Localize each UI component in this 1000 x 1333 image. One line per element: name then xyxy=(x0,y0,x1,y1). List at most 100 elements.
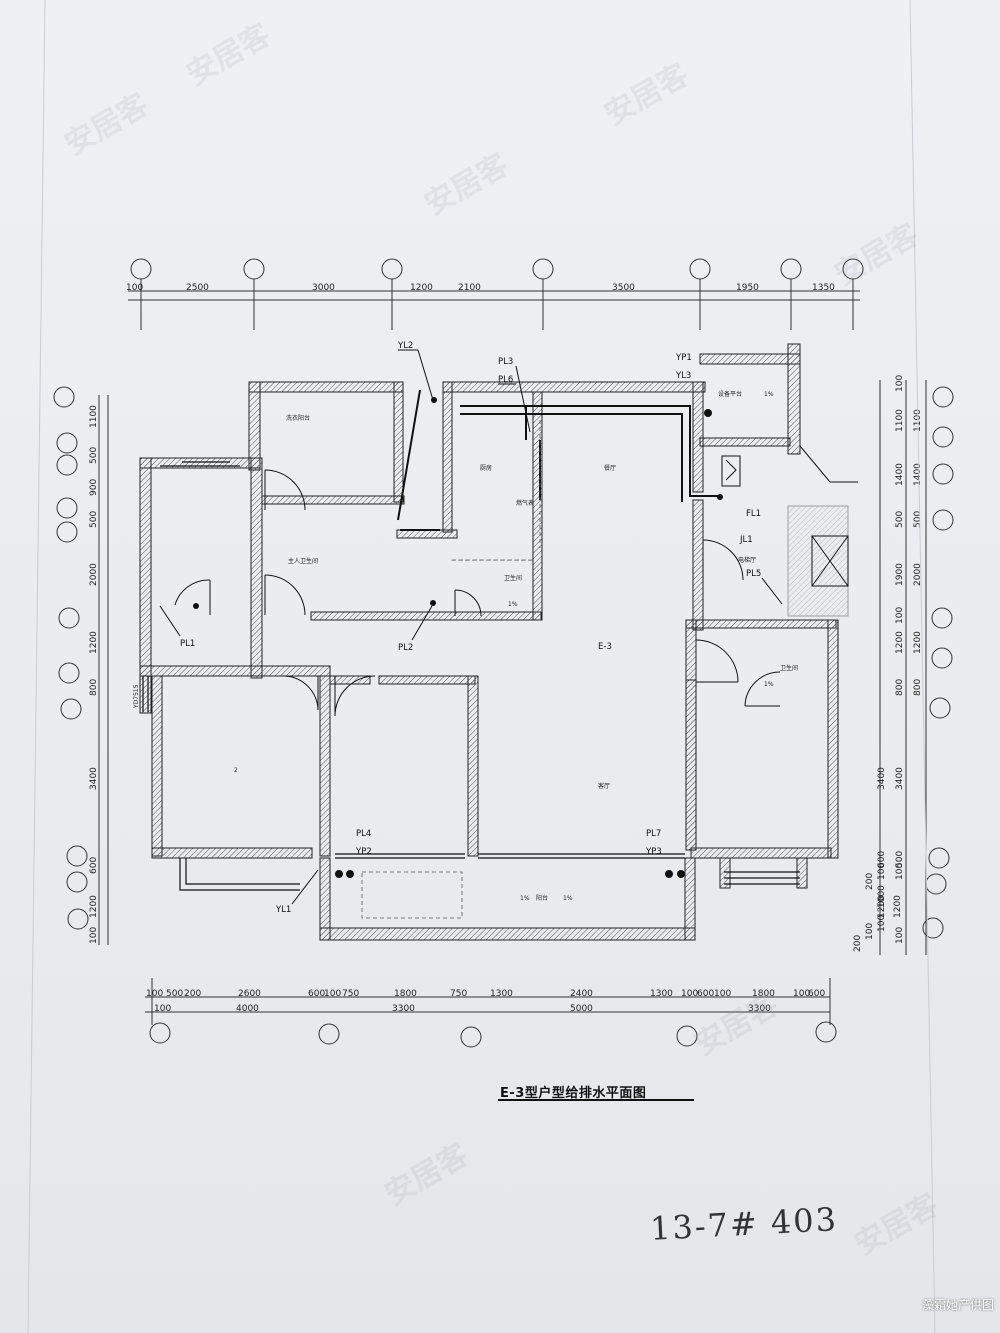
dim-rout-6: 3400 xyxy=(895,767,905,790)
dim-rin-16: 200 xyxy=(853,935,863,952)
dim-rin-6: 1200 xyxy=(895,631,905,654)
dim-top-6: 1950 xyxy=(736,283,759,293)
tag-pl7: PL7 xyxy=(646,829,661,839)
dim-top-3: 1200 xyxy=(410,283,433,293)
tag-pl6: PL6 xyxy=(498,375,513,385)
slope-balcony-right: 1% xyxy=(563,895,573,902)
dim-rin-1: 1100 xyxy=(895,409,905,432)
room-laundry-balcony: 洗衣阳台 xyxy=(286,414,310,422)
dim-bout-1: 4000 xyxy=(236,1004,259,1014)
dim-top-0: 100 xyxy=(126,283,143,293)
tag-pl3: PL3 xyxy=(498,357,513,367)
dim-top-2: 3000 xyxy=(312,283,335,293)
doors xyxy=(174,469,781,717)
dim-rout-8: 100 xyxy=(895,863,905,880)
room-gas-note: 燃气表 xyxy=(516,499,534,507)
elevator-core xyxy=(787,445,858,770)
room-equip-platform: 设备平台 xyxy=(718,390,742,398)
dim-bin-11: 1300 xyxy=(650,989,673,999)
dim-bout-4: 3300 xyxy=(748,1004,771,1014)
right-inner-dimension-labels: 100 1100 1400 500 1900 100 1200 800 3400… xyxy=(853,375,905,952)
dim-rin-14: 100 xyxy=(877,915,887,932)
dim-bin-8: 750 xyxy=(450,989,467,999)
dim-left-8: 600 xyxy=(89,857,99,874)
dim-rin-12: 1000 xyxy=(877,885,887,908)
dim-bin-17: 600 xyxy=(808,989,825,999)
tag-yl2-top: YL2 xyxy=(397,341,413,351)
top-dimension-labels: 100 2500 3000 1200 2100 3500 1950 1350 xyxy=(126,283,835,293)
dim-rin-7: 800 xyxy=(895,679,905,696)
dim-bin-6: 750 xyxy=(342,989,359,999)
dashed-outlines xyxy=(361,420,541,919)
dim-left-2: 900 xyxy=(89,479,99,496)
dim-rin-3: 500 xyxy=(895,511,905,528)
room-kitchen: 厨房 xyxy=(480,464,492,472)
top-axis xyxy=(128,258,864,330)
dim-bin-7: 1800 xyxy=(394,989,417,999)
dim-left-5: 1200 xyxy=(89,631,99,654)
bottom-axis xyxy=(145,978,837,1048)
dim-top-4: 2100 xyxy=(458,283,481,293)
room-bath-small: 卫生间 xyxy=(504,574,522,582)
top-axis-bubbles xyxy=(130,258,864,330)
tag-yp1: YP1 xyxy=(675,353,692,363)
dim-top-1: 2500 xyxy=(186,283,209,293)
dim-bin-3: 2600 xyxy=(238,989,261,999)
room-labels: 洗衣阳台 厨房 餐厅 主人卫生间 设备平台 1% 燃气表 卫生间 1% 电梯厅 … xyxy=(234,390,798,902)
dim-left-1: 500 xyxy=(89,447,99,464)
room-balcony: 阳台 xyxy=(536,894,548,902)
tag-fl1: FL1 xyxy=(746,509,761,519)
windows xyxy=(142,461,800,891)
tag-yp2: YP2 xyxy=(355,847,372,857)
dim-rout-3: 2000 xyxy=(913,563,923,586)
room-bath-right: 卫生间 xyxy=(780,664,798,672)
dim-bin-4: 600 xyxy=(308,989,325,999)
room-elevator-hall: 电梯厅 xyxy=(738,556,756,564)
dim-rin-10: 100 xyxy=(877,863,887,880)
riser-markers xyxy=(193,397,723,878)
source-credit: 藻霜她产供图 xyxy=(921,1298,994,1312)
drawing-title: E-3型户型给排水平面图 xyxy=(500,1086,647,1101)
dim-bin-0: 100 xyxy=(146,989,163,999)
dim-rout-7: 500 xyxy=(895,851,905,868)
room-dining: 餐厅 xyxy=(604,464,616,472)
room-living: 客厅 xyxy=(598,782,610,790)
gas-meter xyxy=(721,455,741,487)
dim-bin-10: 2400 xyxy=(570,989,593,999)
tag-pl5: PL5 xyxy=(746,569,761,579)
dim-bin-13: 600 xyxy=(697,989,714,999)
dim-rout-5: 800 xyxy=(913,679,923,696)
bottom-inner-dimension-labels: 100 500 200 2600 600 100 750 1800 750 13… xyxy=(146,989,825,999)
dim-rout-2: 500 xyxy=(913,511,923,528)
dim-rin-13: 1200 xyxy=(893,895,903,918)
tag-yl1: YL1 xyxy=(275,905,291,915)
dim-left-6: 800 xyxy=(89,679,99,696)
dim-rout-9: 1200 xyxy=(877,895,887,918)
slope-equip: 1% xyxy=(764,391,774,398)
unit-label: E-3 xyxy=(598,642,612,652)
title-underline xyxy=(498,1099,694,1101)
dim-rin-11: 200 xyxy=(865,873,875,890)
right-outer-dimension-labels: 1100 1400 500 2000 1200 800 3400 500 100… xyxy=(877,409,923,944)
tag-pl1: PL1 xyxy=(180,639,195,649)
left-axis xyxy=(53,386,109,945)
tag-jl1: JL1 xyxy=(739,535,753,545)
dim-rin-9: 600 xyxy=(877,851,887,868)
dim-left-4: 2000 xyxy=(89,563,99,586)
dim-bin-15: 1800 xyxy=(752,989,775,999)
dim-bout-0: 100 xyxy=(154,1004,171,1014)
dim-top-7: 1350 xyxy=(812,283,835,293)
dim-bin-14: 100 xyxy=(714,989,731,999)
dim-rout-10: 100 xyxy=(895,927,905,944)
paper-edges xyxy=(27,0,936,1333)
dim-bin-1: 500 xyxy=(166,989,183,999)
dim-rout-4: 1200 xyxy=(913,631,923,654)
dim-rout-1: 1400 xyxy=(913,463,923,486)
dim-bout-2: 3300 xyxy=(392,1004,415,1014)
tag-pl4: PL4 xyxy=(356,829,371,839)
dim-left-3: 500 xyxy=(89,511,99,528)
dim-left-7: 3400 xyxy=(89,767,99,790)
slope-bath-right: 1% xyxy=(764,681,774,688)
